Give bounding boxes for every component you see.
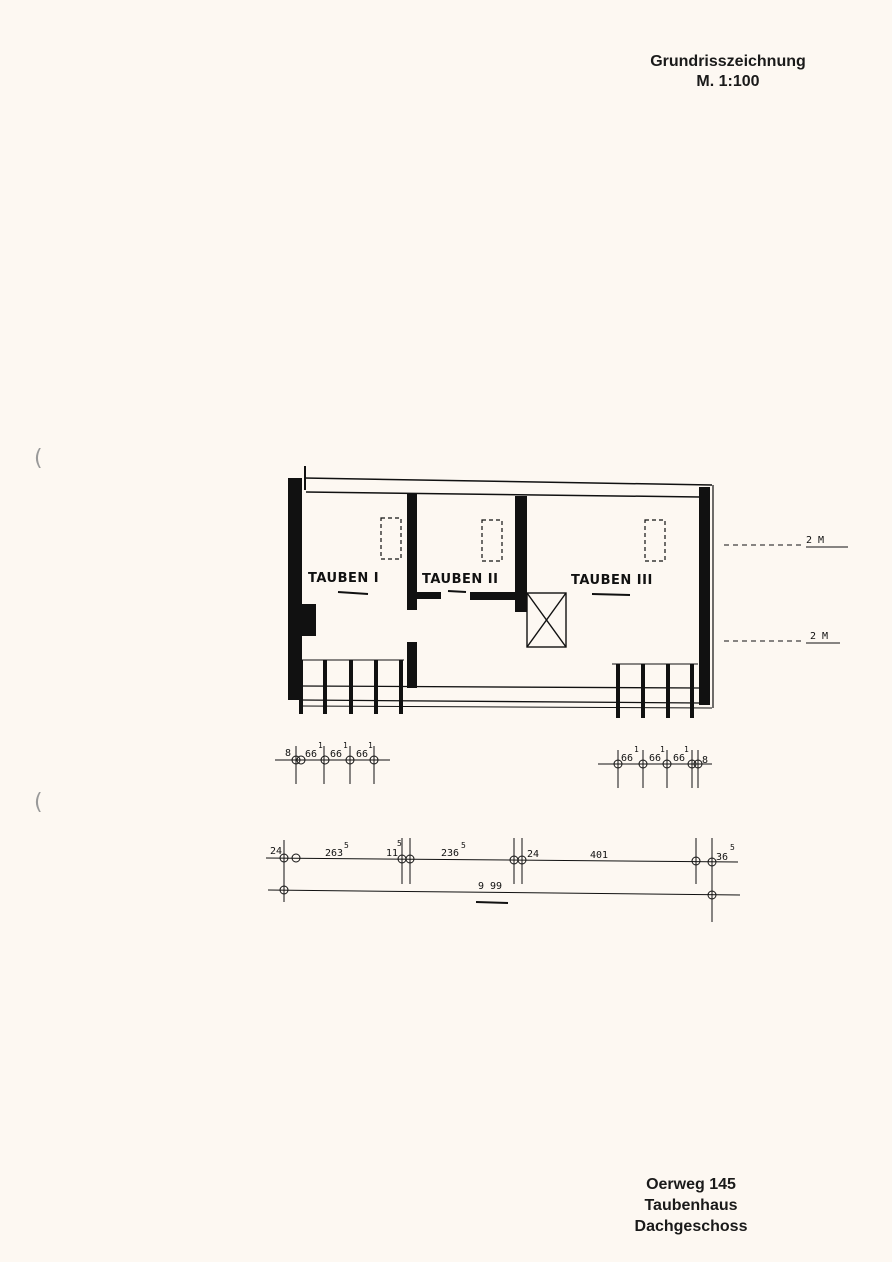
dim-sup: 1: [368, 741, 373, 750]
room-label-tauben-3: TAUBEN III: [571, 573, 653, 588]
dim-sup: 1: [660, 745, 665, 754]
dim-main-4: 24: [527, 849, 539, 860]
drawing-scale: M. 1:100: [696, 73, 760, 90]
dim-sup: 1: [318, 741, 323, 750]
dim-main-3: 236: [441, 848, 459, 859]
address: Oerweg 145: [646, 1176, 736, 1193]
dim-main-2: 11: [386, 848, 398, 859]
dim-sup: 1: [634, 745, 639, 754]
room-label-tauben-1: TAUBEN I: [308, 571, 379, 586]
dim-left-2: 66: [330, 749, 342, 760]
dim-left-0: 8: [285, 748, 291, 759]
dim-total: 9 99: [478, 881, 502, 892]
dim-sup: 1: [343, 741, 348, 750]
drawing-title: Grundrisszeichnung M. 1:100: [618, 52, 838, 92]
dim-right-1: 66: [649, 753, 661, 764]
dim-right-0: 66: [621, 753, 633, 764]
floor-level: Dachgeschoss: [634, 1218, 748, 1235]
dim-right-3: 8: [702, 755, 708, 766]
room-label-underlines: [337, 590, 631, 596]
dim-right-2: 66: [673, 753, 685, 764]
dim-left-3: 66: [356, 749, 368, 760]
dim-main-1: 263: [325, 848, 343, 859]
dim-sup: 1: [684, 745, 689, 754]
dimension-chain-left: [275, 746, 390, 784]
plan-posts: [299, 659, 698, 718]
level-mark-lower: 2 M: [810, 631, 828, 642]
plan-skylights: [380, 517, 666, 562]
level-markers: [724, 544, 848, 644]
room-label-tauben-2: TAUBEN II: [422, 572, 498, 587]
dim-sup: 5: [461, 841, 466, 850]
dim-sup: 5: [730, 843, 735, 852]
dim-left-1: 66: [305, 749, 317, 760]
stair-opening: [526, 592, 567, 648]
dimension-chain-main: [265, 838, 739, 884]
dim-main-0: 24: [270, 846, 282, 857]
level-mark-upper: 2 M: [806, 535, 824, 546]
dim-main-6: 36: [716, 852, 728, 863]
dim-sup: 5: [344, 841, 349, 850]
building-name: Taubenhaus: [644, 1197, 738, 1214]
drawing-title-line: Grundrisszeichnung: [650, 53, 806, 70]
punch-hole-mark: (: [34, 790, 43, 815]
dim-sup: 5: [397, 839, 402, 848]
drawing-footer: Oerweg 145 Taubenhaus Dachgeschoss: [596, 1174, 786, 1237]
dimension-chain-right: [598, 750, 712, 788]
dim-main-5: 401: [590, 850, 608, 861]
punch-hole-mark: (: [34, 446, 43, 471]
dimension-chain-total: [267, 876, 741, 922]
